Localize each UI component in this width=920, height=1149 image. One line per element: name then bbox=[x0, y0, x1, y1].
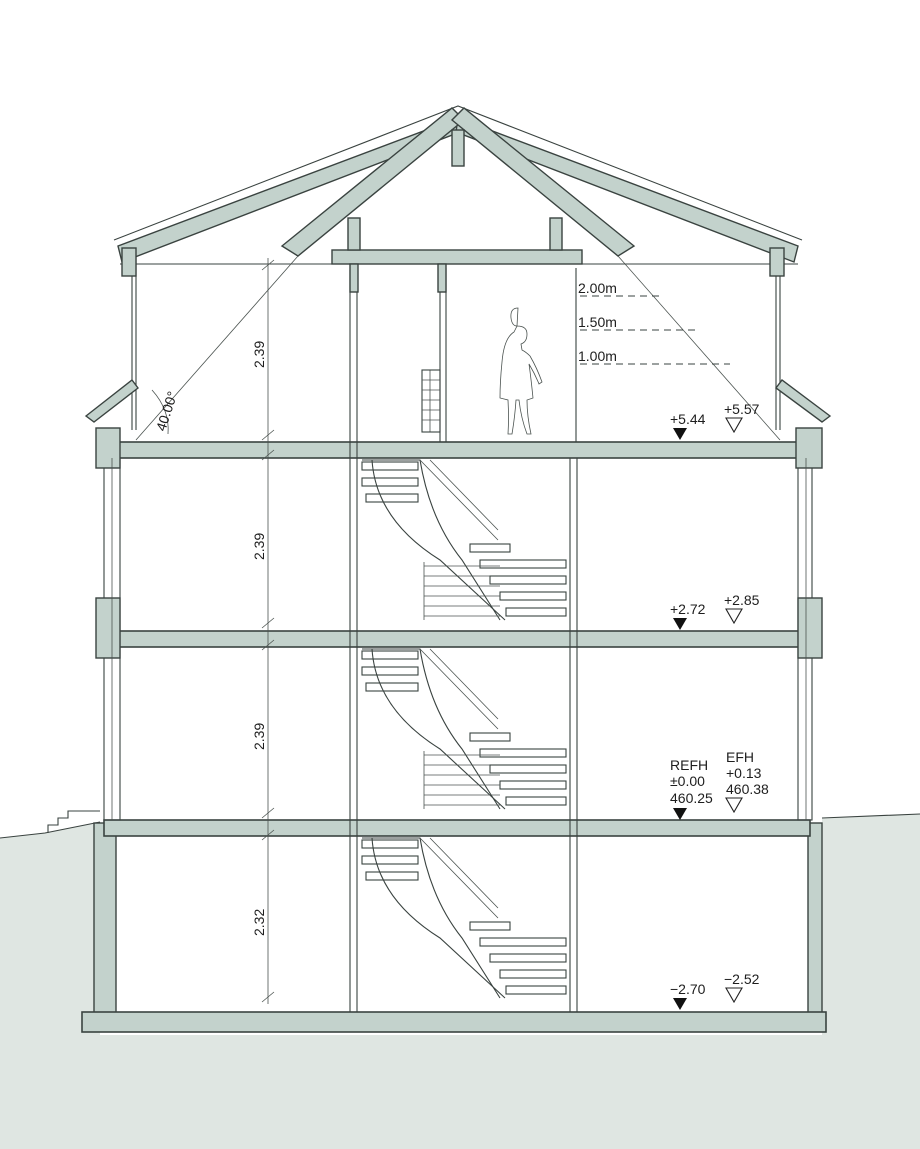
level-marker-filled bbox=[673, 618, 687, 630]
staircases bbox=[361, 369, 567, 999]
headroom-mark-1m: 1.00m bbox=[578, 348, 617, 364]
level-ground-finished-abs: 460.38 bbox=[726, 781, 769, 797]
level-marker-filled bbox=[673, 428, 687, 440]
level-ground-rough-title: REFH bbox=[670, 757, 708, 773]
level-marker-open bbox=[725, 797, 743, 814]
exterior-walls bbox=[95, 427, 823, 821]
ground-floor-slab bbox=[103, 819, 811, 837]
level-basement-rough: −2.70 bbox=[670, 981, 706, 997]
level-attic-rough: +5.44 bbox=[670, 411, 706, 427]
attic-headroom-lines bbox=[135, 255, 781, 441]
upper-floor-slab bbox=[103, 630, 811, 648]
level-ground-finished: +0.13 bbox=[726, 765, 762, 781]
basement-wall-left bbox=[93, 822, 117, 1019]
headroom-mark-2m: 2.00m bbox=[578, 280, 617, 296]
terrain-line bbox=[0, 813, 920, 839]
basement-wall-right bbox=[807, 822, 823, 1019]
roof-structure bbox=[84, 105, 832, 430]
headroom-mark-1-5m: 1.50m bbox=[578, 314, 617, 330]
level-basement-finished: −2.52 bbox=[724, 971, 760, 987]
base-slab bbox=[81, 1011, 827, 1033]
room-height-attic: 2.39 bbox=[251, 341, 267, 368]
level-marker-filled bbox=[673, 998, 687, 1010]
level-ground-finished-title: EFH bbox=[726, 749, 754, 765]
level-upper-finished: +2.85 bbox=[724, 592, 760, 608]
level-marker-open bbox=[725, 608, 743, 625]
level-marker-open bbox=[725, 987, 743, 1004]
attic-floor-slab bbox=[103, 441, 811, 459]
entrance-steps bbox=[47, 810, 100, 833]
height-dimension-line bbox=[261, 258, 275, 1004]
level-ground-rough: ±0.00 bbox=[670, 773, 705, 789]
level-marker-filled bbox=[673, 808, 687, 820]
roof-pitch-arc bbox=[151, 389, 169, 435]
room-height-ground: 2.39 bbox=[251, 723, 267, 750]
level-upper-rough: +2.72 bbox=[670, 601, 706, 617]
room-height-upper: 2.39 bbox=[251, 533, 267, 560]
human-scale-figure bbox=[499, 307, 543, 435]
room-height-basement: 2.32 bbox=[251, 909, 267, 936]
level-ground-rough-abs: 460.25 bbox=[670, 790, 713, 806]
level-attic-finished: +5.57 bbox=[724, 401, 760, 417]
level-marker-open bbox=[725, 417, 743, 434]
terrain bbox=[0, 814, 920, 1149]
